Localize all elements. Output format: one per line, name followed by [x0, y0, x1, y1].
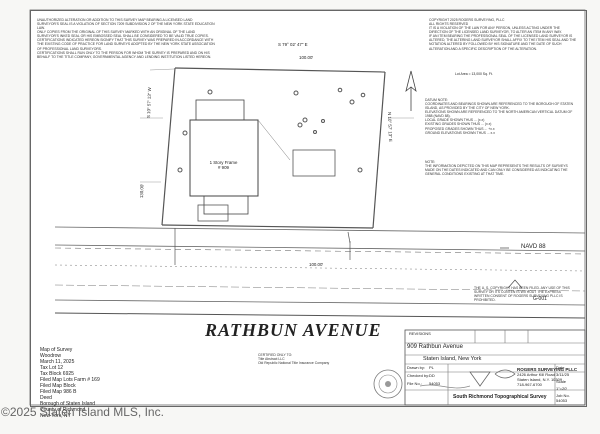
job-value: 54053 — [556, 398, 568, 403]
checked-by-label: Checked by: — [407, 373, 430, 378]
top-note-left-3: CERTIFICATIONS INDICATED HEREON SIGNIFY … — [37, 38, 215, 51]
summary-line-7: Filed Map Block — [40, 383, 76, 389]
mls-watermark: ©2025 Staten Island MLS, Inc. — [1, 405, 164, 419]
certified-to-label: CERTIFIED ONLY TO: — [258, 353, 293, 357]
scale-label: Scale — [556, 379, 567, 384]
summary-line-3: March 11, 2025 — [40, 359, 75, 365]
top-distance: 100.00' — [299, 55, 314, 60]
datum-line-2: ELEVATIONS SHOWN ARE REFERENCED TO THE N… — [425, 110, 573, 119]
summary-line-8: Filed Map 986 B — [40, 389, 77, 395]
summary-line-5: Tax Block 6925 — [40, 371, 74, 377]
copyright-filing-note: THE U. S. COPYRIGHT HAS BEEN FILED. ANY … — [474, 286, 570, 303]
title-block: REVISIONS 909 Rathbun Avenue Staten Isla… — [405, 330, 585, 405]
top-note-left-2: ONLY COPIES FROM THE ORIGINAL OF THIS SU… — [37, 30, 209, 39]
file-no-value: 54053 — [429, 381, 441, 386]
copyright-line: COPYRIGHT 2025 ROGERS SURVEYING, PLLC — [429, 18, 505, 22]
file-no-label: File No.: — [407, 381, 422, 386]
datum-line-4: EXISTING GRADES SHOWN THUS ... (x.x) — [425, 122, 492, 127]
side-distance: 130.00' — [139, 183, 145, 199]
revisions-label: REVISIONS — [409, 331, 431, 336]
drawn-by-value: PL — [429, 365, 434, 370]
house-label: 1 Story Frame # 909 — [209, 160, 238, 170]
top-note-left-1: UNAUTHORIZED ALTERATION OR ADDITION TO T… — [37, 18, 215, 31]
top-bearing: S 79° 02' 47" E — [278, 42, 308, 47]
datum-line-6: GROUND ELEVATIONS SHOWN THUS ... x.x — [425, 130, 495, 135]
summary-line-10: Borough of Staten Island — [40, 401, 96, 407]
summary-line-9: Deed — [40, 395, 52, 401]
drawing-frame — [30, 10, 587, 407]
violation-note: IT IS A VIOLATION OF THE LAW FOR ANY PER… — [429, 26, 562, 35]
top-right-notes: COPYRIGHT 2025 ROGERS SURVEYING, PLLC AL… — [429, 18, 579, 51]
summary-line-1: Map of Survey — [40, 347, 73, 353]
north-arrow — [402, 69, 420, 113]
title-address: 909 Rathbun Avenue — [407, 344, 463, 350]
datum-line-1: COORDINATES AND BEARINGS SHOWN ARE REFER… — [425, 102, 574, 111]
top-note-left-4: CERTIFICATIONS SHALL RUN ONLY TO THE PER… — [37, 50, 212, 59]
survey-name: South Richmond Topographical Survey — [453, 394, 547, 400]
reference-tag: G-001 — [533, 296, 547, 302]
navd-label: NAVD 88 — [521, 244, 546, 250]
information-body: THE INFORMATION DEPICTED ON THIS MAP REP… — [425, 164, 568, 177]
scale-value: 1"=20' — [556, 386, 568, 391]
datum-note: DATUM NOTE: COORDINATES AND BEARINGS SHO… — [425, 98, 575, 135]
date-label: Date — [556, 365, 565, 370]
bottom-distance: 100.00' — [309, 262, 324, 267]
lot-area: Lot Area = 13,000 Sq. Ft. — [455, 72, 493, 76]
information-note: NOTE: THE INFORMATION DEPICTED ON THIS M… — [425, 160, 575, 176]
datum-line-3: LOCAL GRADE SHOWN THUS ... (x.x) — [425, 118, 485, 123]
datum-line-5: PROPOSED GRADES SHOWN THUS ... +x.x — [425, 126, 495, 131]
top-left-notes: UNAUTHORIZED ALTERATION OR ADDITION TO T… — [37, 18, 215, 59]
altered-note: IF AN ITEM BEARING THE PROFESSIONAL SEAL… — [429, 34, 577, 51]
checked-by-value: DD — [429, 373, 435, 378]
summary-line-2: Woodrow — [40, 353, 62, 359]
datum-title: DATUM NOTE: — [425, 98, 449, 102]
company-phone: 718-967-6700 — [517, 382, 542, 387]
street-label: RATHBUN AVENUE — [205, 320, 382, 340]
summary-line-12: New York, NY — [40, 413, 71, 419]
company-address: 2426 Arthur Kill Road — [517, 372, 555, 377]
right-bearing: N 10° 57' 13" E — [387, 112, 394, 142]
summary-line-4: Tax Lot 12 — [40, 365, 64, 371]
company-city: Staten Island, N.Y. 10309 — [517, 377, 563, 382]
summary-line-11: County of Richmond — [40, 407, 86, 413]
drawn-by-label: Drawn by: — [407, 365, 426, 370]
summary-line-6: Filed Map Lots Farm # 169 — [40, 377, 100, 383]
certified-to-1: Title Abstract LLC — [258, 357, 285, 362]
information-title: NOTE: — [425, 160, 436, 164]
job-label: Job No. — [556, 393, 570, 398]
left-bearing: S 10° 57' 13" W — [146, 87, 153, 119]
rights-line: ALL RIGHTS RESERVED — [429, 22, 469, 27]
date-value: 3/11/25 — [556, 372, 570, 377]
company-name: ROGERS SURVEYING PLLC — [517, 367, 578, 372]
certified-block: CERTIFIED ONLY TO: Title Abstract LLC Ol… — [258, 353, 348, 365]
title-city: Staten Island, New York — [423, 356, 482, 362]
survey-summary: Map of Survey Woodrow March 11, 2025 Tax… — [40, 347, 160, 419]
certified-to-2: Old Republic National Title Insurance Co… — [258, 361, 330, 366]
